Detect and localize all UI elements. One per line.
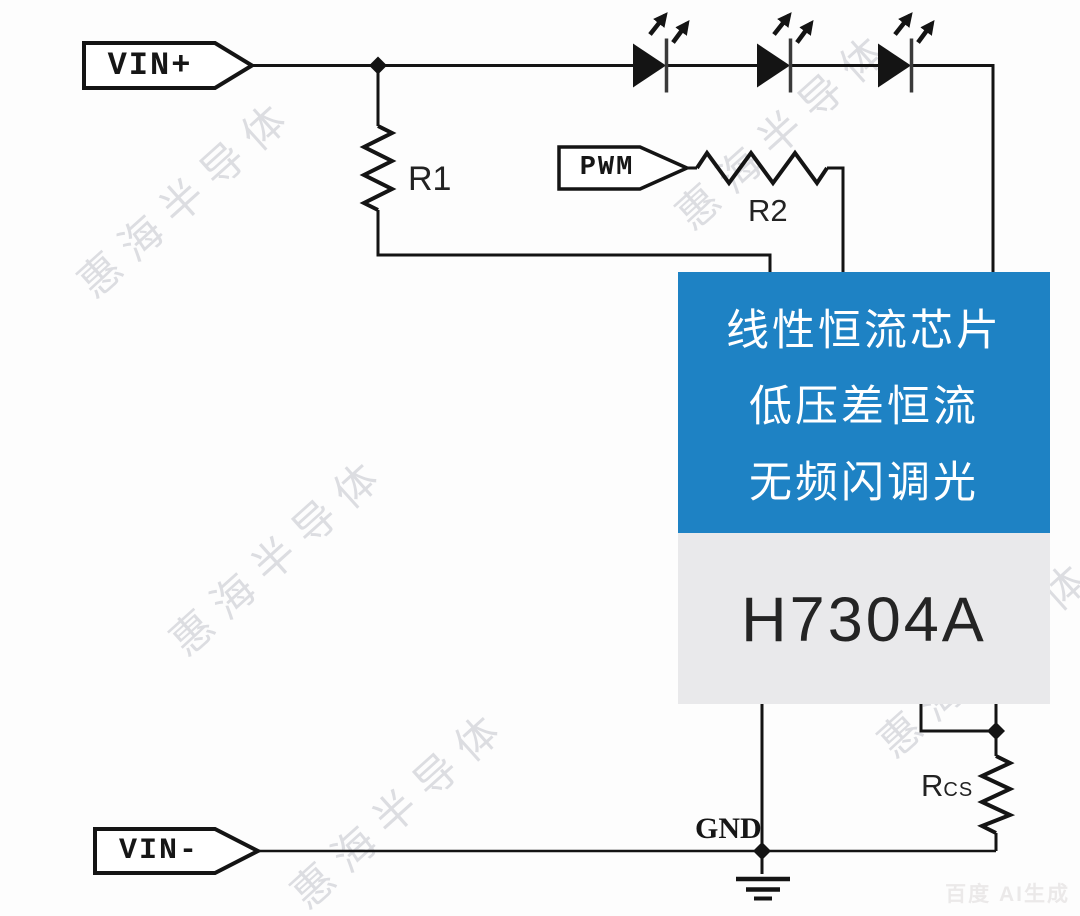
wire-r2-to-chip bbox=[827, 166, 845, 273]
gnd-label: GND bbox=[695, 812, 762, 845]
chip-feature-line-2: 低压差恒流 bbox=[749, 383, 979, 431]
led-icon bbox=[757, 16, 811, 93]
junction-dot bbox=[753, 842, 771, 860]
rcs-label-main: R bbox=[921, 768, 944, 803]
wire-led3-to-chip bbox=[912, 64, 995, 273]
chip-part-number: H7304A bbox=[741, 585, 987, 655]
chip-feature-line-3: 无频闪调光 bbox=[749, 459, 979, 507]
rcs-label-sub: CS bbox=[943, 779, 974, 801]
junction-dot bbox=[369, 56, 387, 75]
chip-feature-line-1: 线性恒流芯片 bbox=[726, 307, 1002, 355]
resistor-r1 bbox=[359, 124, 397, 212]
pwm-label: PWM bbox=[579, 153, 635, 183]
r1-label: R1 bbox=[408, 160, 452, 198]
led-icon bbox=[633, 16, 687, 93]
chip-body-block bbox=[678, 533, 1050, 704]
vin-minus-label: VIN- bbox=[118, 834, 199, 868]
junction-dot bbox=[987, 722, 1005, 740]
vin-plus-label: VIN+ bbox=[107, 47, 193, 84]
pwm-flag bbox=[557, 145, 692, 191]
ground-symbol-icon bbox=[736, 876, 790, 901]
led-icon bbox=[878, 16, 932, 93]
wire-r1-to-chip bbox=[376, 210, 772, 273]
r2-label: R2 bbox=[748, 193, 788, 228]
vin-minus-flag bbox=[93, 827, 263, 875]
vin-plus-flag bbox=[82, 41, 256, 90]
rcs-label: RCS bbox=[921, 768, 973, 804]
resistor-rcs bbox=[977, 754, 1016, 835]
ai-generated-badge: 百度 AI生成 bbox=[945, 883, 1070, 906]
chip-header-block bbox=[678, 272, 1050, 533]
resistor-r2 bbox=[695, 149, 829, 187]
wire-cs-pin bbox=[919, 703, 996, 733]
